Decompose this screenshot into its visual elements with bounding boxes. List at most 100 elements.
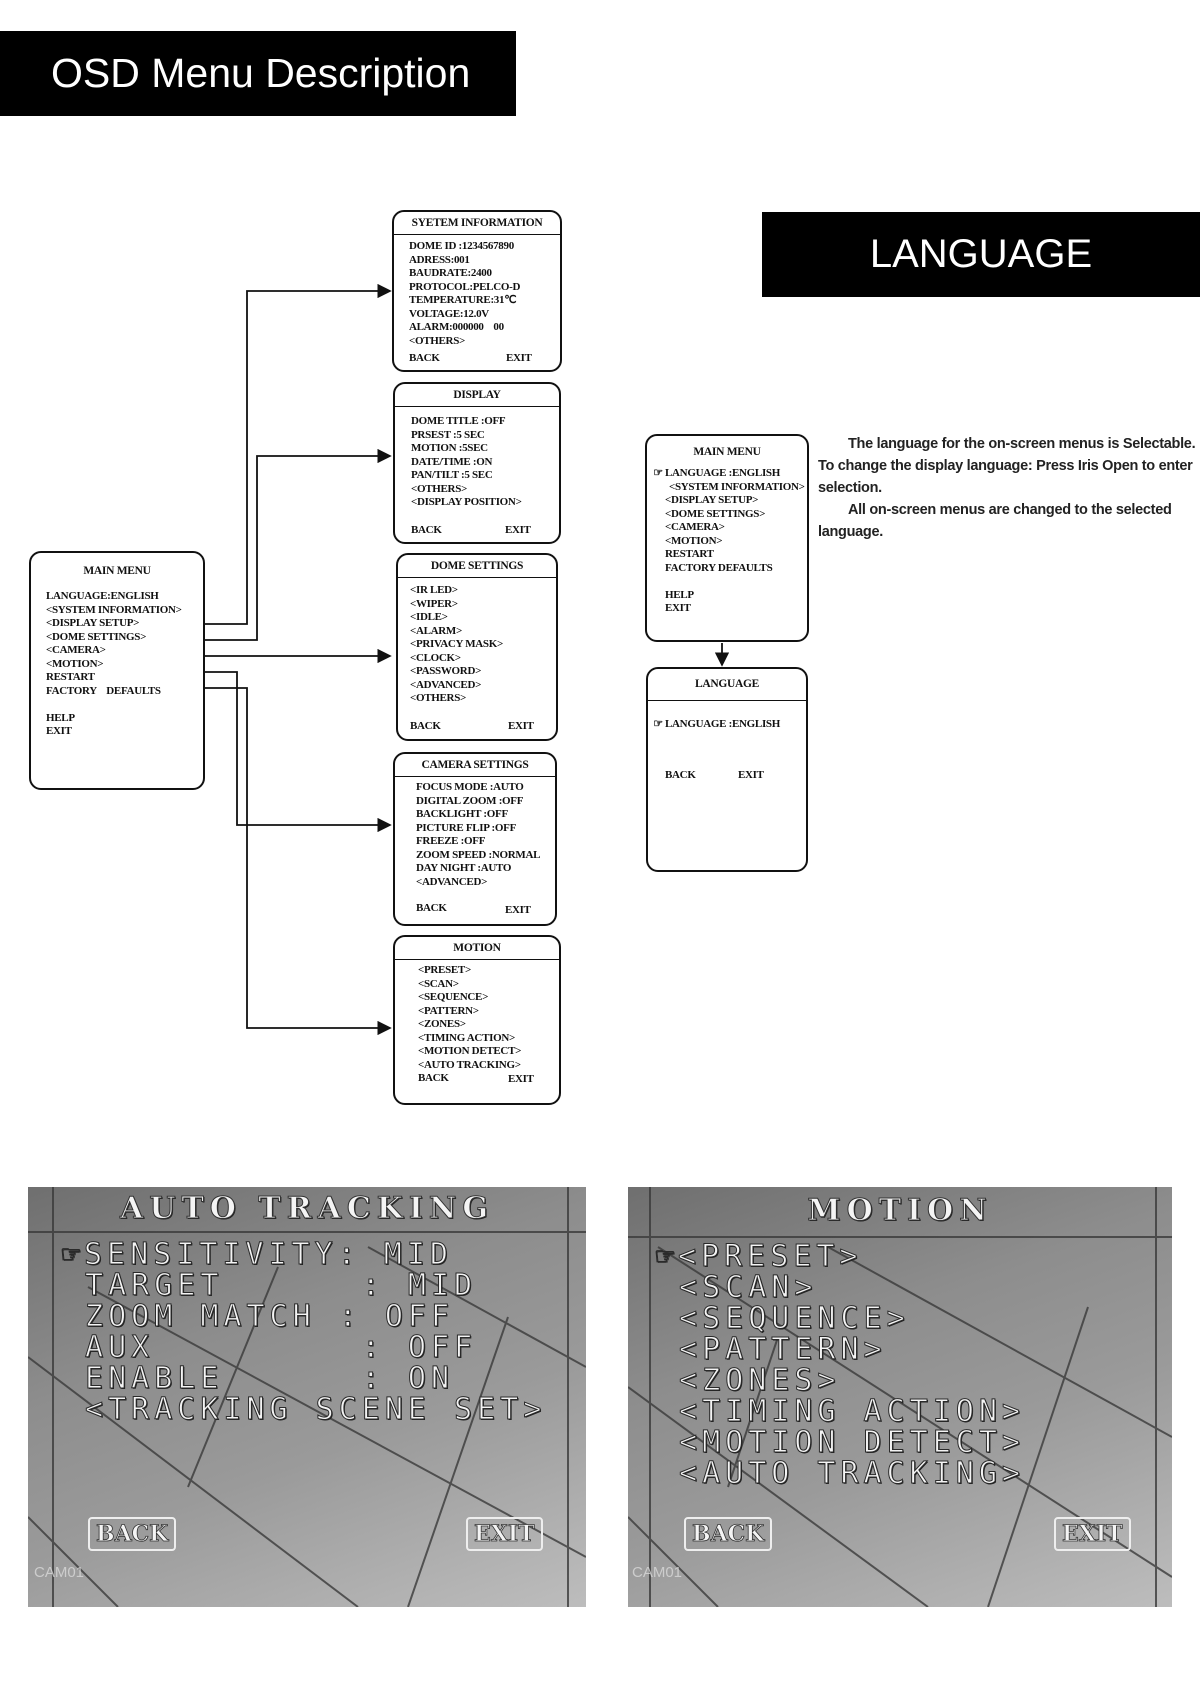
camera-settings-title: CAMERA SETTINGS (395, 754, 555, 777)
main-menu-box: MAIN MENU LANGUAGE:ENGLISH <SYSTEM INFOR… (29, 551, 205, 790)
camera-scene-lines (628, 1187, 1172, 1607)
osd-menu-line: <SEQUENCE> (656, 1301, 910, 1336)
menu-item: <IDLE> (410, 611, 448, 623)
menu-item: <OTHERS> (411, 482, 467, 495)
menu-item: EXIT (46, 725, 72, 737)
osd-exit-button[interactable]: EXIT (1054, 1517, 1131, 1551)
hand-pointer-icon: ☞ (62, 1237, 86, 1272)
back-label: BACK (665, 769, 696, 781)
camera-id-label: CAM01 (632, 1564, 683, 1581)
motion-box: MOTION <PRESET> <SCAN> <SEQUENCE> <PATTE… (393, 935, 561, 1105)
osd-title: MOTION (807, 1193, 993, 1229)
osd-motion-screen: MOTION ☞<PRESET> <SCAN> <SEQUENCE> <PATT… (628, 1187, 1172, 1607)
menu-item: ADRESS:001 (409, 253, 470, 266)
osd-menu-line: <AUTO TRACKING> (656, 1456, 1025, 1491)
menu-item: <CLOCK> (410, 651, 461, 664)
camera-settings-box: CAMERA SETTINGS FOCUS MODE :AUTO DIGITAL… (393, 752, 557, 926)
language-main-menu-box: MAIN MENU ☞LANGUAGE :ENGLISH <SYSTEM INF… (645, 434, 809, 642)
menu-item: BACKLIGHT :OFF (416, 808, 508, 820)
menu-item: <ZONES> (418, 1018, 466, 1030)
menu-item: <DISPLAY SETUP> (665, 494, 759, 506)
menu-item (651, 575, 805, 589)
osd-menu-line-selected: ☞<PRESET> (656, 1239, 863, 1274)
motion-list: <PRESET> <SCAN> <SEQUENCE> <PATTERN> <ZO… (418, 964, 521, 1072)
menu-item: BAUDRATE:2400 (409, 267, 492, 279)
exit-label: EXIT (738, 769, 764, 781)
osd-menu-line: <TRACKING SCENE SET> (62, 1392, 547, 1427)
language-main-menu-title: MAIN MENU (693, 446, 761, 458)
menu-item: <PRIVACY MASK> (410, 638, 503, 650)
menu-item-selected: ☞LANGUAGE :ENGLISH (651, 718, 780, 732)
connector-display (205, 448, 392, 641)
menu-item: <MOTION> (46, 657, 104, 670)
menu-item: <WIPER> (410, 597, 458, 610)
language-main-menu-list: ☞LANGUAGE :ENGLISH <SYSTEM INFORMATION> … (651, 467, 805, 616)
back-label: BACK (418, 1072, 449, 1084)
menu-item: <MOTION DETECT> (418, 1045, 522, 1057)
hand-pointer-icon: ☞ (656, 1239, 680, 1274)
menu-item: DATE/TIME :ON (411, 455, 493, 468)
exit-label: EXIT (505, 904, 531, 916)
menu-item: EXIT (665, 602, 691, 614)
menu-item (46, 698, 182, 712)
menu-item: <DOME SETTINGS> (665, 507, 766, 520)
back-label: BACK (411, 524, 442, 536)
menu-item: <CAMERA> (46, 644, 106, 656)
display-box: DISPLAY DOME TITLE :OFF PRSEST :5 SEC MO… (393, 382, 561, 544)
page-title: OSD Menu Description (0, 31, 516, 116)
menu-item: <SYSTEM INFORMATION> (669, 480, 805, 493)
dome-settings-title: DOME SETTINGS (398, 555, 556, 578)
osd-menu-line: <MOTION DETECT> (656, 1425, 1025, 1460)
menu-item: <DOME SETTINGS> (46, 630, 147, 643)
osd-menu-line-selected: ☞SENSITIVITY: MID (62, 1237, 453, 1272)
menu-item: LANGUAGE:ENGLISH (46, 590, 159, 602)
menu-item: FREEZE :OFF (416, 835, 486, 847)
menu-item: PICTURE FLIP :OFF (416, 821, 517, 834)
menu-item: ALARM:000000 00 (409, 321, 504, 333)
menu-item: DAY NIGHT :AUTO (416, 862, 512, 874)
osd-menu-line: AUX : OFF (62, 1330, 478, 1365)
osd-back-button[interactable]: BACK (684, 1517, 773, 1551)
osd-exit-button[interactable]: EXIT (466, 1517, 543, 1551)
menu-item: <SYSTEM INFORMATION> (46, 603, 182, 616)
menu-item: <MOTION> (665, 534, 723, 547)
hand-pointer-icon: ☞ (653, 718, 663, 730)
menu-item: <PASSWORD> (410, 665, 482, 677)
menu-item: <OTHERS> (410, 692, 466, 704)
osd-back-button[interactable]: BACK (88, 1517, 177, 1551)
menu-item: PAN/TILT :5 SEC (411, 469, 493, 481)
hand-pointer-icon: ☞ (653, 467, 663, 479)
osd-menu-line: ENABLE : ON (62, 1361, 455, 1396)
main-menu-title: MAIN MENU (83, 565, 151, 577)
menu-item: RESTART (665, 548, 714, 560)
language-submenu-title: LANGUAGE (648, 669, 806, 701)
menu-item: <TIMING ACTION> (418, 1031, 515, 1044)
menu-item: DOME ID :1234567890 (409, 240, 514, 252)
back-label: BACK (416, 902, 447, 914)
camera-scene-lines (28, 1187, 586, 1607)
menu-item-selected: ☞LANGUAGE :ENGLISH (651, 467, 805, 481)
menu-item: <PRESET> (418, 964, 471, 976)
language-description: The language for the on-screen menus is … (818, 433, 1198, 543)
menu-item: <CAMERA> (665, 521, 725, 533)
menu-item: ZOOM SPEED :NORMAL (416, 848, 541, 861)
menu-item: FOCUS MODE :AUTO (416, 781, 524, 793)
menu-item: HELP (46, 711, 75, 724)
back-label: BACK (410, 720, 441, 732)
language-submenu-box: LANGUAGE ☞LANGUAGE :ENGLISH BACK EXIT (646, 667, 808, 872)
exit-label: EXIT (506, 352, 532, 364)
language-description-paragraph: The language for the on-screen menus is … (818, 436, 1196, 496)
menu-item: <SEQUENCE> (418, 991, 489, 1003)
menu-item: TEMPERATURE:31℃ (409, 294, 517, 306)
menu-item: <ADVANCED> (416, 875, 488, 888)
display-title: DISPLAY (395, 384, 559, 407)
menu-item: DOME TITLE :OFF (411, 415, 506, 427)
back-label: BACK (409, 352, 440, 364)
main-menu-list: LANGUAGE:ENGLISH <SYSTEM INFORMATION> <D… (46, 590, 182, 739)
dome-settings-box: DOME SETTINGS <IR LED> <WIPER> <IDLE> <A… (396, 553, 558, 741)
connector-camera-settings (205, 671, 392, 833)
osd-title: AUTO TRACKING (120, 1191, 494, 1227)
menu-item: <OTHERS> (409, 334, 465, 347)
osd-menu-line: ZOOM MATCH : OFF (62, 1299, 455, 1334)
